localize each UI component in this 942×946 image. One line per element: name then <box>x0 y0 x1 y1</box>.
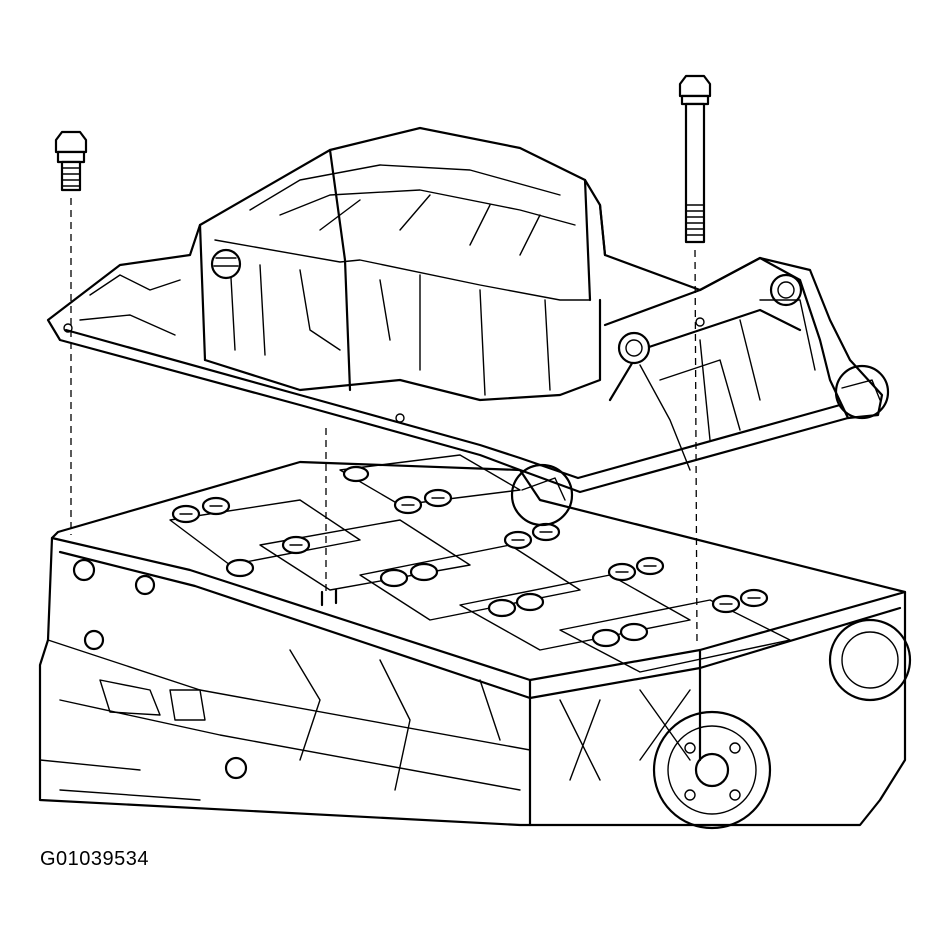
oil-pan <box>46 126 884 494</box>
long-bolt <box>678 74 712 244</box>
engine-block <box>38 454 912 830</box>
alignment-lines <box>70 198 698 646</box>
figure-code: G01039534 <box>40 848 150 870</box>
short-bolt <box>54 130 88 192</box>
sealant-detail-circles <box>510 364 890 527</box>
